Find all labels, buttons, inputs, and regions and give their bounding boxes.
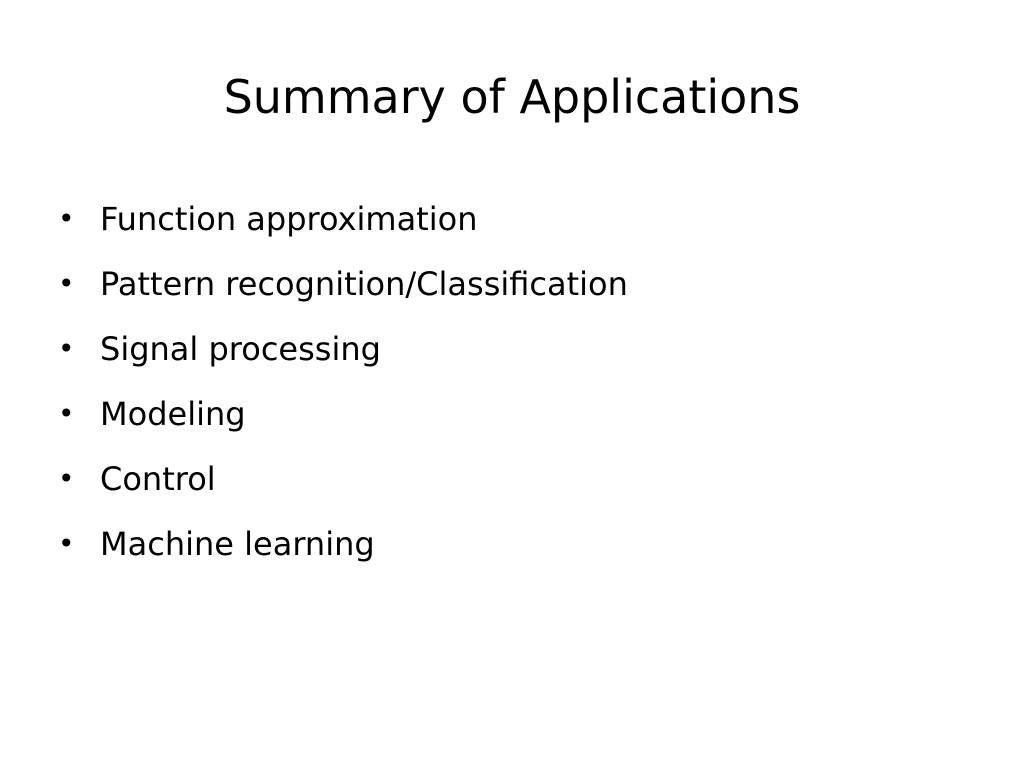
bullet-icon: •	[58, 526, 75, 560]
bullet-item-function-approximation: • Function approximation	[58, 186, 628, 251]
bullet-item-control: • Control	[58, 446, 628, 511]
bullet-text: Modeling	[100, 394, 246, 433]
bullet-text: Machine learning	[100, 524, 375, 563]
bullet-item-modeling: • Modeling	[58, 381, 628, 446]
bullet-icon: •	[58, 201, 75, 235]
slide-title: Summary of Applications	[223, 70, 801, 124]
bullet-icon: •	[58, 461, 75, 495]
bullet-text: Signal processing	[100, 329, 381, 368]
bullet-text: Pattern recognition/Classification	[100, 264, 628, 303]
bullet-text: Control	[100, 459, 216, 498]
bullet-item-signal-processing: • Signal processing	[58, 316, 628, 381]
bullet-icon: •	[58, 396, 75, 430]
bullet-icon: •	[58, 266, 75, 300]
bullet-item-pattern-recognition: • Pattern recognition/Classification	[58, 251, 628, 316]
bullet-icon: •	[58, 331, 75, 365]
bullet-text: Function approximation	[100, 199, 478, 238]
bullet-item-machine-learning: • Machine learning	[58, 511, 628, 576]
bullet-list: • Function approximation • Pattern recog…	[58, 186, 628, 576]
